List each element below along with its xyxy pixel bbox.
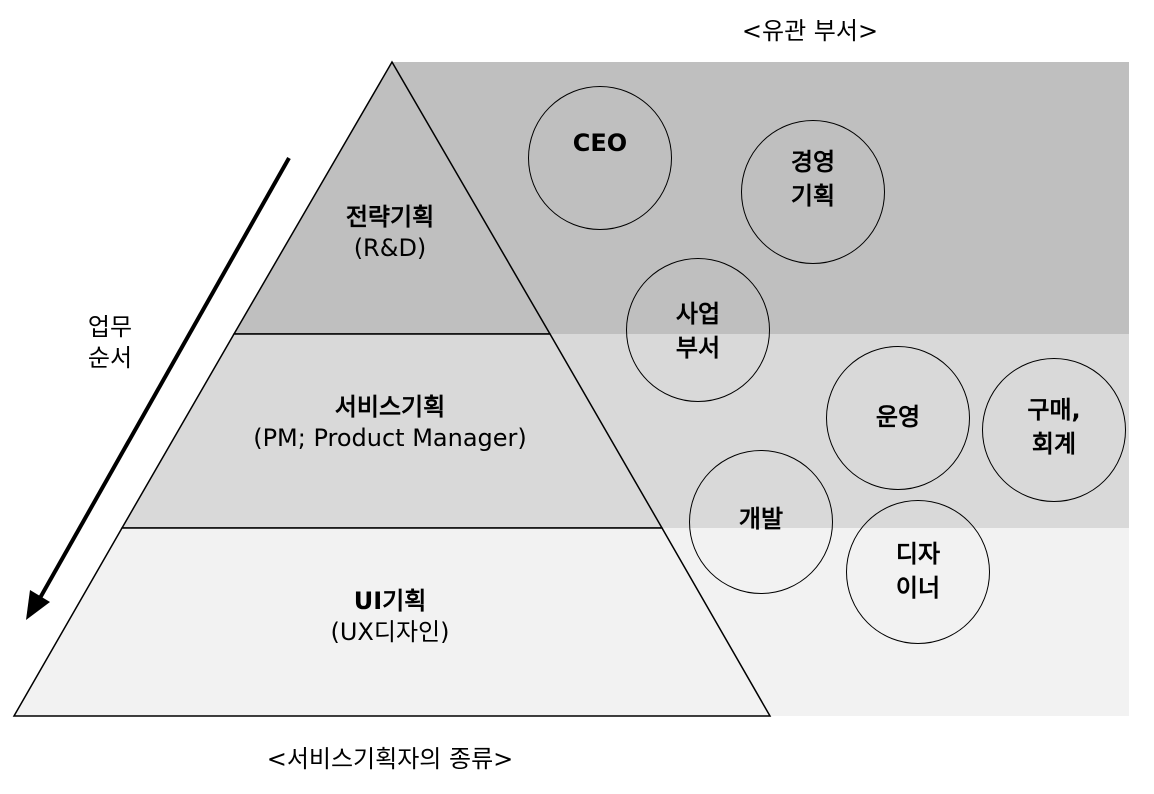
dept-ceo-label: CEO xyxy=(572,129,628,158)
dept-designer-circle: 디자 이너 xyxy=(846,500,990,644)
dept-ceo-circle: CEO xyxy=(528,86,672,230)
mask-left xyxy=(0,0,392,716)
dept-operations-circle: 운영 xyxy=(826,346,970,490)
dept-designer-label: 디자 이너 xyxy=(895,540,941,602)
tier-service-sub: (PM; Product Manager) xyxy=(253,424,527,453)
dept-planning-label: 경영 기획 xyxy=(790,148,836,210)
departments-title: <유관 부서> xyxy=(741,17,879,45)
tier-strategy-name: 전략기획 xyxy=(345,203,435,231)
tier-ui-sub: (UX디자인) xyxy=(330,618,450,647)
dept-business-circle: 사업 부서 xyxy=(626,258,770,402)
dept-purchasing-circle: 구매, 회계 xyxy=(982,358,1126,502)
dept-purchasing-label: 구매, 회계 xyxy=(1027,396,1081,458)
tier-ui-name: UI기획 xyxy=(353,587,427,615)
tier-service-label: 서비스기획 (PM; Product Manager) xyxy=(200,392,580,454)
tier-ui-shape xyxy=(12,527,772,717)
dept-development-label: 개발 xyxy=(738,505,784,534)
planner-types-title: <서비스기획자의 종류> xyxy=(266,745,514,773)
tier-service-name: 서비스기획 xyxy=(334,393,446,421)
work-order-arrow-shaft xyxy=(38,157,291,599)
dept-development-circle: 개발 xyxy=(689,450,833,594)
tier-strategy-label: 전략기획 (R&D) xyxy=(290,202,490,264)
work-order-label: 업무 순서 xyxy=(87,313,133,373)
dept-planning-circle: 경영 기획 xyxy=(741,120,885,264)
work-order-arrowhead xyxy=(26,590,50,620)
dept-business-label: 사업 부서 xyxy=(675,300,721,362)
dept-operations-label: 운영 xyxy=(875,403,921,432)
tier-ui-label: UI기획 (UX디자인) xyxy=(290,586,490,648)
tier-strategy-sub: (R&D) xyxy=(353,234,427,263)
